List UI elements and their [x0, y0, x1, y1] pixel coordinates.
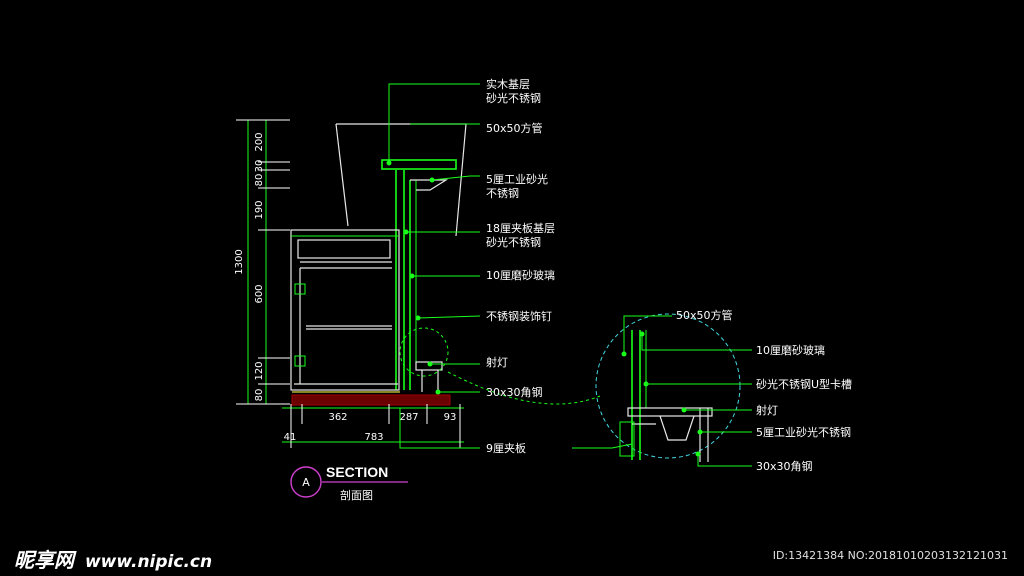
callout-18mm-board: 18厘夹板基层 砂光不锈钢 — [486, 221, 559, 249]
dim-v-80: 80 — [254, 174, 265, 187]
detail-square-tube: 50x50方管 — [676, 308, 733, 322]
dim-h-93: 93 — [444, 412, 457, 423]
section-subtitle: 剖面图 — [340, 488, 373, 502]
dim-h-41: 41 — [284, 432, 297, 443]
callout-5mm-steel: 5厘工业砂光 不锈钢 — [486, 172, 552, 200]
dim-h-287: 287 — [399, 412, 418, 423]
callout-solid-wood-l2: 砂光不锈钢 — [486, 91, 541, 105]
callout-steel-nail: 不锈钢装饰钉 — [486, 309, 552, 323]
dim-v-200: 200 — [254, 132, 265, 151]
section-marker-circle — [290, 466, 322, 498]
callout-square-tube: 50x50方管 — [486, 121, 543, 135]
main-leaders — [386, 83, 481, 449]
dim-v-190: 190 — [254, 200, 265, 219]
dim-v-80b: 80 — [254, 389, 265, 402]
watermark-site: www.nipic.cn — [84, 552, 213, 572]
vertical-dimension-chain: 200 30 80 190 600 120 80 1300 — [234, 119, 290, 405]
watermark-logo-text: 昵享网 — [14, 548, 74, 572]
detail-frosted-glass: 10厘磨砂玻璃 — [756, 343, 825, 357]
detail-leaders — [572, 315, 752, 467]
section-title-block: A SECTION 剖面图 — [290, 464, 408, 502]
detail-view — [595, 313, 741, 462]
callout-solid-wood: 实木基层 砂光不锈钢 — [486, 77, 541, 105]
horizontal-dimension-chain: 41 362 287 93 783 — [282, 404, 464, 448]
watermark-logo: 昵享网 www.nipic.cn — [14, 544, 212, 573]
dim-v-120: 120 — [254, 361, 265, 380]
dim-v-600: 600 — [254, 284, 265, 303]
dim-v-30: 30 — [254, 160, 265, 173]
callout-angle-steel: 30x30角钢 — [486, 386, 543, 399]
callout-spotlight: 射灯 — [486, 355, 508, 369]
callout-frosted-glass: 10厘磨砂玻璃 — [486, 268, 555, 282]
dim-h-362: 362 — [328, 412, 347, 423]
detail-angle-steel: 30x30角钢 — [756, 460, 813, 473]
dim-v-overall: 1300 — [234, 249, 245, 274]
callout-9mm-board: 9厘夹板 — [486, 441, 526, 455]
detail-5mm-steel: 5厘工业砂光不锈钢 — [756, 425, 851, 439]
section-title: SECTION — [326, 464, 388, 480]
watermark-id: ID:13421384 NO:20181010203132121031 — [772, 549, 1008, 562]
counter-section — [290, 123, 601, 406]
detail-u-channel: 砂光不锈钢U型卡槽 — [756, 377, 852, 391]
detail-spotlight: 射灯 — [756, 403, 778, 417]
callout-solid-wood-l1: 实木基层 — [486, 77, 530, 91]
section-marker-letter: A — [302, 476, 310, 489]
dim-h-overall: 783 — [364, 432, 383, 443]
